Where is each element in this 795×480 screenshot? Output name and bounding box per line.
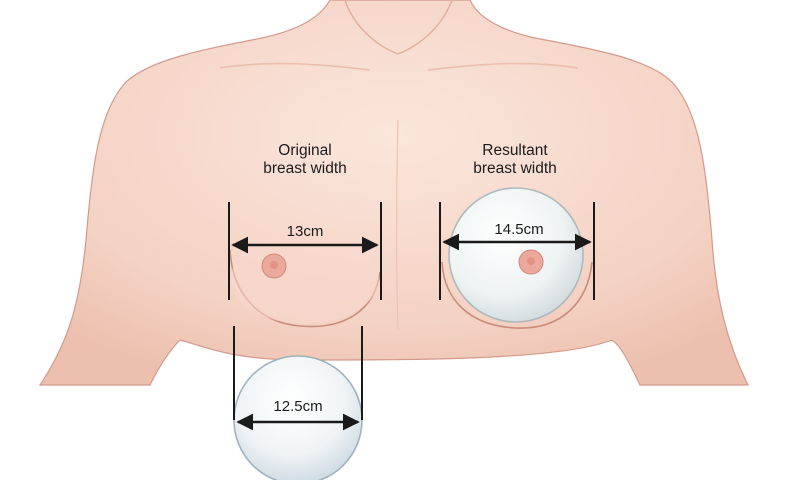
implant-width-value: 12.5cm: [273, 398, 323, 415]
original-breast-fill: [231, 232, 379, 324]
original-label: Original breast width: [245, 142, 365, 178]
neck-shadow: [344, 0, 453, 55]
resultant-label: Resultant breast width: [455, 142, 575, 178]
collarbone-right: [427, 62, 579, 71]
original-label-line2: breast width: [263, 159, 347, 177]
resultant-implant: [448, 187, 584, 323]
torso-body: [38, 0, 749, 386]
original-width-value: 13cm: [286, 223, 324, 240]
collarbone-left: [219, 62, 371, 71]
resultant-width-value: 14.5cm: [494, 221, 544, 238]
resultant-nipple-center: [527, 257, 535, 265]
original-label-line1: Original: [278, 142, 332, 159]
sternum-shadow: [395, 119, 399, 331]
resultant-breast-outline: [441, 261, 593, 329]
resultant-label-line2: breast width: [473, 159, 557, 177]
implant-sizer: [233, 355, 363, 480]
resultant-label-line1: Resultant: [482, 142, 548, 159]
original-nipple-center: [270, 261, 278, 269]
